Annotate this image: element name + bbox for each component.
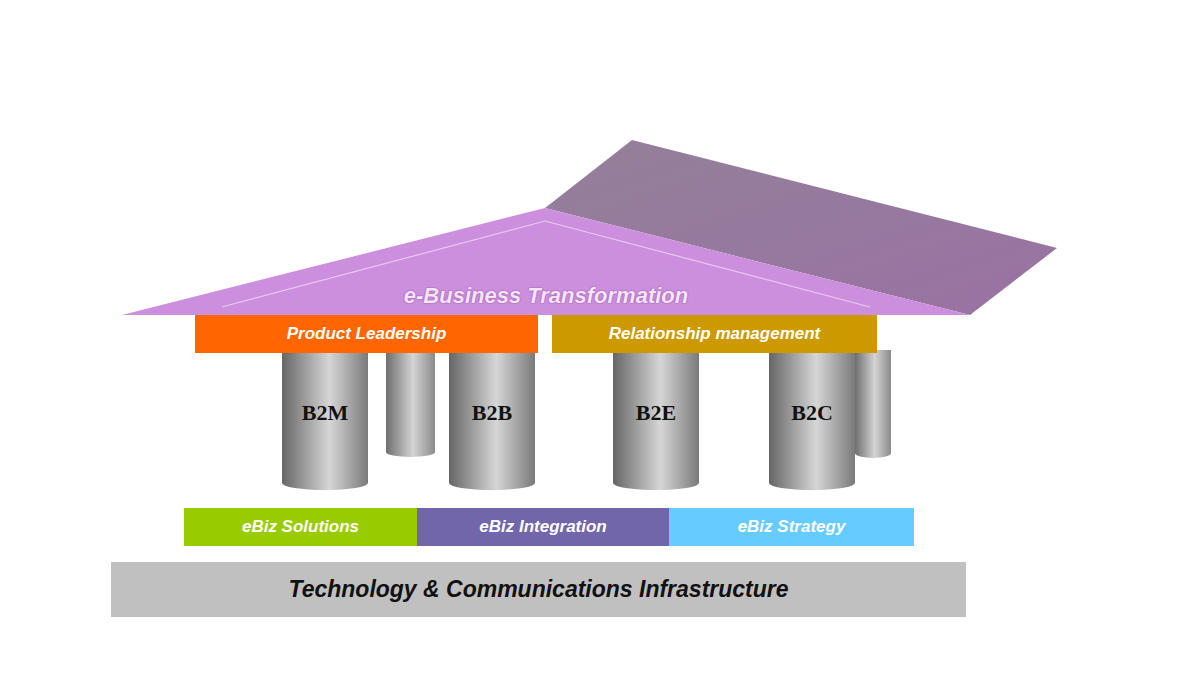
pillar-body <box>282 350 368 490</box>
pillar-label: B2M <box>302 400 348 426</box>
roof-face <box>122 208 970 315</box>
pillar-body <box>769 350 855 490</box>
pillar-body <box>613 350 699 490</box>
pillar: B2E <box>613 350 699 491</box>
band-label: eBiz Strategy <box>738 517 846 537</box>
pillar: B2C <box>769 350 855 491</box>
back-pillar <box>386 350 435 457</box>
roof-title: e-Business Transformation <box>404 283 688 309</box>
value-band: Product Leadership <box>195 315 538 353</box>
pillar-label: B2B <box>472 400 512 426</box>
band-label: eBiz Integration <box>479 517 607 537</box>
foundation-bar: eBiz Strategy <box>669 508 914 546</box>
roof-triangle: e-Business Transformation <box>122 208 970 315</box>
band-label: eBiz Solutions <box>242 517 359 537</box>
pillar-label: B2E <box>636 400 676 426</box>
pillar-body <box>449 350 535 490</box>
pillar: B2B <box>449 350 535 491</box>
back-pillar <box>855 350 891 458</box>
band-label: Technology & Communications Infrastructu… <box>288 576 788 603</box>
value-band: Relationship management <box>552 315 877 353</box>
band-label: Relationship management <box>609 324 821 344</box>
foundation-bar: eBiz Integration <box>417 508 669 546</box>
band-label: Product Leadership <box>287 324 447 344</box>
pillar: B2M <box>282 350 368 491</box>
foundation-bar: eBiz Solutions <box>184 508 417 546</box>
pillar-label: B2C <box>791 400 833 426</box>
infrastructure-base: Technology & Communications Infrastructu… <box>111 562 966 617</box>
